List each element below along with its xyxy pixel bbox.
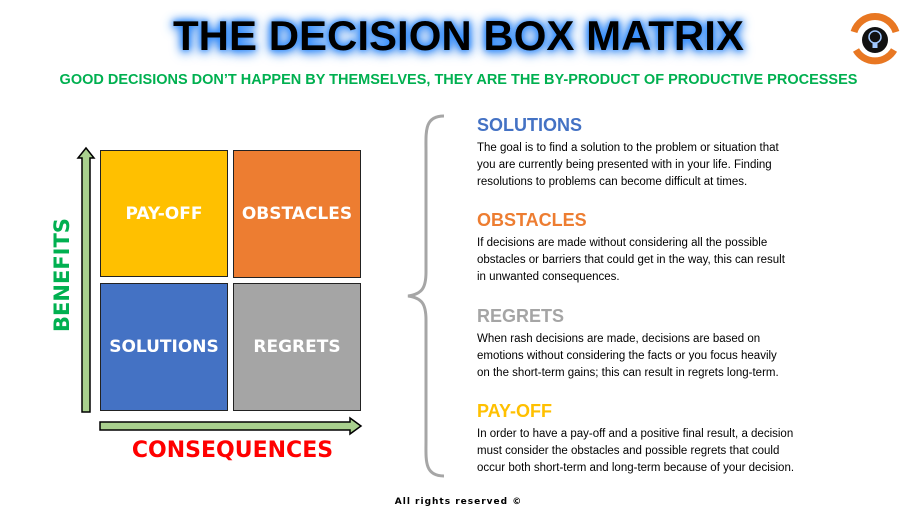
page-title: THE DECISION BOX MATRIX (173, 12, 744, 59)
section-text: In order to have a pay-off and a positiv… (477, 428, 795, 474)
lightbulb-icon (868, 30, 882, 48)
consequences-axis-arrow (99, 416, 363, 436)
section-text: When rash decisions are made, decisions … (477, 333, 779, 379)
obstacles-box: OBSTACLES (233, 150, 361, 278)
solutions-box: SOLUTIONS (100, 283, 228, 411)
payoff-box-label: PAY-OFF (125, 203, 203, 224)
section-payoff: PAY-OFF In order to have a pay-off and a… (477, 401, 897, 477)
logo (848, 12, 902, 66)
footer-copyright: All rights reserved © (394, 497, 523, 507)
payoff-box: PAY-OFF (100, 150, 228, 277)
consequences-label: CONSEQUENCES (131, 438, 334, 463)
benefits-axis-arrow (76, 146, 96, 413)
page-subtitle: GOOD DECISIONS DON’T HAPPEN BY THEMSELVE… (59, 72, 858, 88)
section-heading: REGRETS (477, 306, 565, 326)
section-regrets: REGRETS When rash decisions are made, de… (477, 306, 897, 382)
curly-brace (407, 114, 445, 478)
regrets-box-label: REGRETS (253, 337, 341, 357)
section-text: The goal is to find a solution to the pr… (477, 142, 779, 188)
section-obstacles: OBSTACLES If decisions are made without … (477, 210, 897, 286)
benefits-label: BENEFITS (50, 218, 74, 332)
section-heading: PAY-OFF (477, 401, 553, 421)
solutions-box-label: SOLUTIONS (109, 337, 219, 357)
section-heading: SOLUTIONS (477, 115, 583, 135)
section-solutions: SOLUTIONS The goal is to find a solution… (477, 115, 897, 191)
regrets-box: REGRETS (233, 283, 361, 411)
section-text: If decisions are made without considerin… (477, 237, 785, 283)
section-heading: OBSTACLES (477, 210, 587, 230)
obstacles-box-label: OBSTACLES (241, 204, 353, 224)
